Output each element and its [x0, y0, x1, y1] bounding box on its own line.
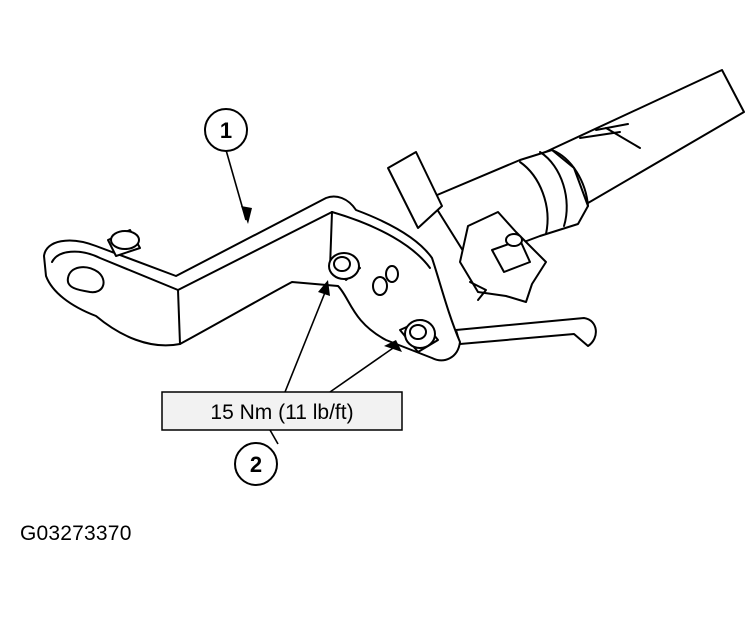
lever-arm: [455, 317, 597, 347]
callout-2-number: 2: [250, 452, 262, 477]
figure-id: G03273370: [20, 522, 132, 545]
callout-1-circle: [204, 108, 248, 152]
lower-nut-arrowhead: [384, 340, 402, 352]
callout-2-leader: [269, 429, 279, 445]
lower-nut: [399, 319, 439, 353]
torque-spec-frame: [161, 391, 403, 431]
support-bracket: [43, 195, 461, 362]
callout-1: 1: [204, 108, 248, 152]
nut-upper-leader: [284, 289, 327, 393]
upper-nut-arrowhead: [318, 280, 330, 296]
callout-1-arrowhead: [241, 206, 252, 224]
upper-nut: [328, 252, 361, 281]
arrowheads: [241, 206, 402, 352]
torque-spec-box: 15 Nm (11 lb/ft): [161, 391, 403, 431]
locating-stud: [107, 229, 141, 257]
upper-bracket-fin: [387, 151, 443, 229]
callout-1-number: 1: [220, 118, 232, 143]
nut-lower-leader: [329, 345, 397, 393]
callout-2: 2: [234, 442, 278, 486]
torque-spec-label: 15 Nm (11 lb/ft): [210, 401, 353, 424]
callout-2-circle: [234, 442, 278, 486]
